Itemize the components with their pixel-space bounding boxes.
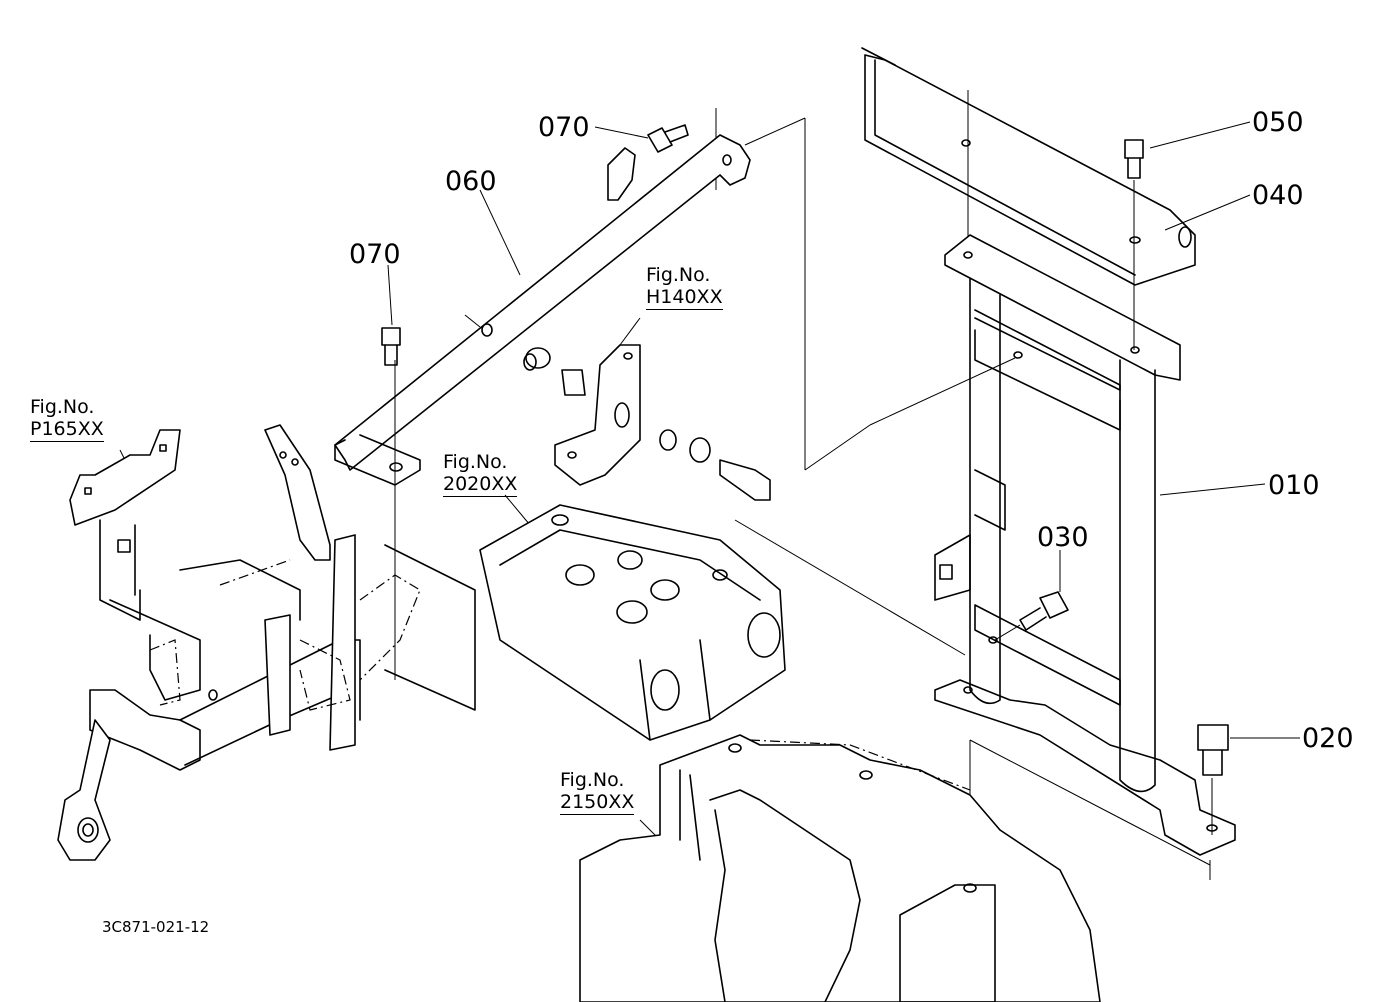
upper-bracket-040-drawing <box>861 47 1196 286</box>
fig-ref-2020xx: Fig.No. 2020XX <box>443 451 518 497</box>
bolt-070-top-drawing <box>647 124 689 153</box>
drawing-code: 3C871-021-12 <box>102 918 210 936</box>
bolt-050-drawing <box>1124 139 1144 350</box>
fig-ref-h140xx-number: H140XX <box>646 286 723 310</box>
bushing-set-drawing <box>523 344 771 501</box>
fig-ref-2150xx-number: 2150XX <box>560 791 635 815</box>
fig-ref-2150xx: Fig.No. 2150XX <box>560 769 635 815</box>
fig-ref-h140xx: Fig.No. H140XX <box>646 266 723 310</box>
part-label-050: 050 <box>1252 107 1304 138</box>
part-label-070-left: 070 <box>349 239 401 270</box>
bolt-030-drawing <box>994 591 1069 641</box>
part-label-010: 010 <box>1268 470 1320 501</box>
fig-ref-2020xx-number: 2020XX <box>443 473 518 497</box>
bolt-070-left-drawing <box>381 327 401 366</box>
column-010-drawing <box>934 234 1236 856</box>
cylinder-head-drawing <box>479 504 786 741</box>
part-label-060: 060 <box>445 166 497 197</box>
housing-drawing <box>579 734 1101 1002</box>
fig-ref-2150xx-prefix: Fig.No. <box>560 769 625 791</box>
part-label-040: 040 <box>1252 180 1304 211</box>
bolt-020-drawing <box>1197 724 1229 835</box>
fig-ref-h140xx-prefix: Fig.No. <box>646 264 711 286</box>
fig-ref-p165xx: Fig.No. P165XX <box>30 398 104 442</box>
fig-ref-2020xx-prefix: Fig.No. <box>443 451 508 473</box>
fig-ref-p165xx-prefix: Fig.No. <box>30 396 95 418</box>
stay-060-drawing <box>334 134 751 680</box>
part-label-030: 030 <box>1037 522 1089 553</box>
fig-ref-p165xx-number: P165XX <box>30 418 104 442</box>
part-label-070-top: 070 <box>538 112 590 143</box>
part-label-020: 020 <box>1302 723 1354 754</box>
left-frame-drawing <box>57 424 476 861</box>
